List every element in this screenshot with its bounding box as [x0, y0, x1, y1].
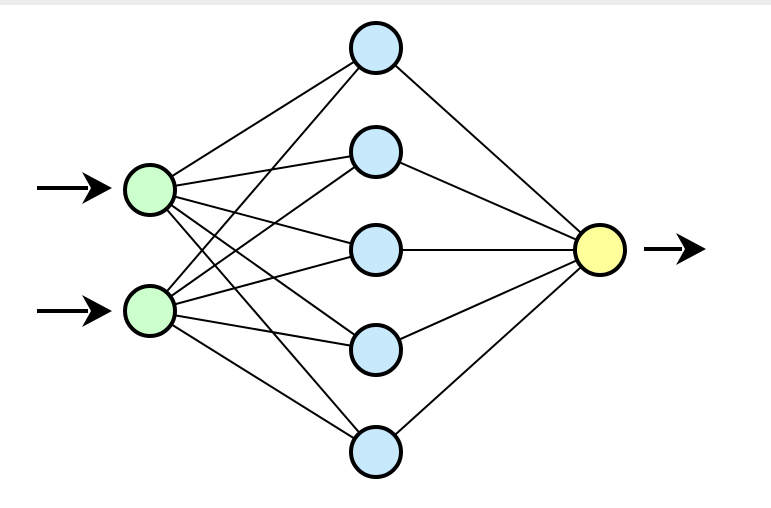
- hidden-layer-node-h1-circle[interactable]: [349, 21, 403, 75]
- node-h5[interactable]: [349, 425, 403, 479]
- input-layer-node-i1-circle[interactable]: [123, 163, 177, 217]
- edge-i1-h4: [149, 189, 377, 351]
- hidden-layer-node-h2-circle[interactable]: [349, 125, 403, 179]
- node-h3[interactable]: [349, 223, 403, 277]
- output-arrow-head: [676, 233, 706, 265]
- edge-i1-h3: [149, 189, 377, 251]
- edge-h4-o1: [375, 249, 601, 351]
- input-arrow-bottom-head: [82, 295, 112, 327]
- output-arrow: [644, 233, 706, 265]
- edge-i2-h1: [149, 47, 377, 312]
- edge-h5-o1: [375, 249, 601, 453]
- arrows-group: [37, 172, 706, 327]
- edge-i2-h4: [149, 310, 377, 351]
- hidden-layer-node-h4-circle[interactable]: [349, 323, 403, 377]
- edge-i1-h5: [149, 189, 377, 453]
- input-layer-node-i2-circle[interactable]: [123, 284, 177, 338]
- edge-i1-h2: [149, 151, 377, 191]
- hidden-layer-node-h5-circle[interactable]: [349, 425, 403, 479]
- hidden-layer-node-h3-circle[interactable]: [349, 223, 403, 277]
- edge-i2-h3: [149, 249, 377, 312]
- edges-group: [149, 47, 601, 453]
- output-layer-node-o1-circle[interactable]: [573, 223, 627, 277]
- node-h2[interactable]: [349, 125, 403, 179]
- input-arrow-top-head: [82, 172, 112, 204]
- input-arrow-bottom: [37, 295, 112, 327]
- edge-i1-h1: [149, 47, 377, 191]
- edge-i2-h2: [149, 151, 377, 312]
- nodes-group: [123, 21, 627, 479]
- edge-h1-o1: [375, 47, 601, 251]
- input-arrow-top: [37, 172, 112, 204]
- node-i2[interactable]: [123, 284, 177, 338]
- node-h1[interactable]: [349, 21, 403, 75]
- edge-i2-h5: [149, 310, 377, 453]
- node-i1[interactable]: [123, 163, 177, 217]
- node-o1[interactable]: [573, 223, 627, 277]
- top-strip: [0, 0, 771, 5]
- edge-h2-o1: [375, 151, 601, 251]
- node-h4[interactable]: [349, 323, 403, 377]
